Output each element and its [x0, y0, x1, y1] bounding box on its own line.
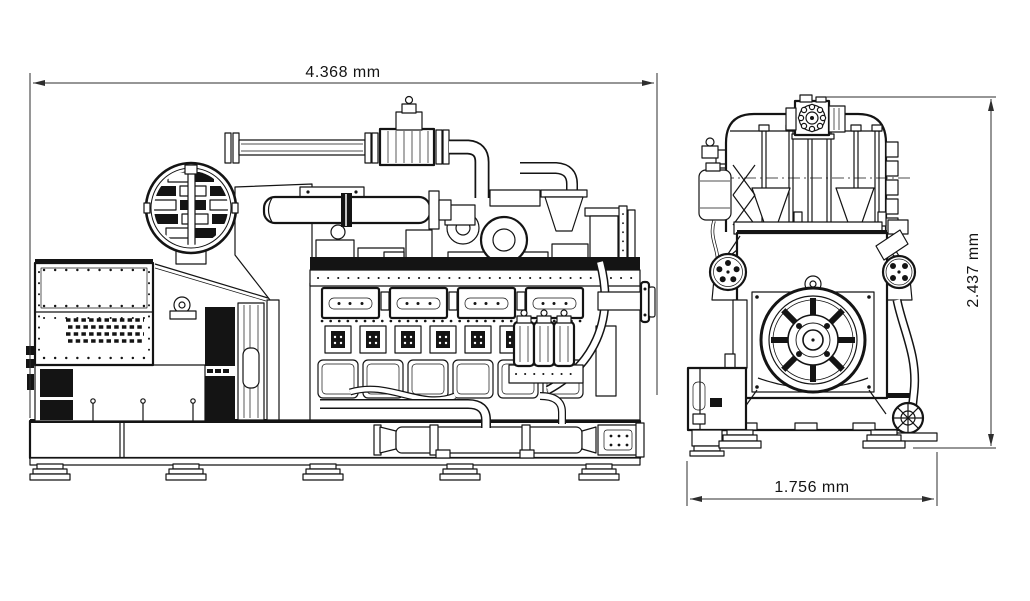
right-pulley	[881, 237, 917, 290]
front-control-box	[686, 299, 748, 457]
left-pulley	[708, 235, 748, 292]
length-dimension-label: 4.368 mm	[305, 64, 380, 81]
height-dimension-label: 2.437 mm	[965, 232, 982, 307]
front-view: 2.437 mm 1.756 mm	[686, 94, 996, 506]
air-cleaner	[143, 161, 239, 265]
intake-pipe	[262, 186, 452, 230]
alternator	[205, 299, 280, 421]
height-dimension: 2.437 mm	[826, 96, 996, 449]
side-view: 4.368 mm	[26, 64, 658, 481]
oil-filters	[508, 309, 584, 384]
generator-enclosure	[26, 259, 206, 422]
outlet-flange	[597, 280, 656, 324]
flywheel	[759, 275, 867, 394]
exhaust-flex-pipe	[224, 95, 490, 198]
right-hose-and-pump	[875, 219, 938, 442]
width-dimension-label: 1.756 mm	[774, 479, 849, 496]
top-pump	[785, 94, 846, 140]
valve-covers	[320, 286, 585, 320]
width-dimension: 1.756 mm	[686, 452, 938, 506]
lower-piping	[320, 385, 566, 428]
engine-block	[309, 257, 641, 421]
length-dimension: 4.368 mm	[29, 64, 658, 418]
inspection-ports	[324, 325, 527, 354]
louver-vents	[66, 318, 144, 343]
front-feet	[718, 429, 906, 449]
base-heat-exchanger	[373, 405, 645, 459]
mounting-feet	[29, 463, 620, 481]
